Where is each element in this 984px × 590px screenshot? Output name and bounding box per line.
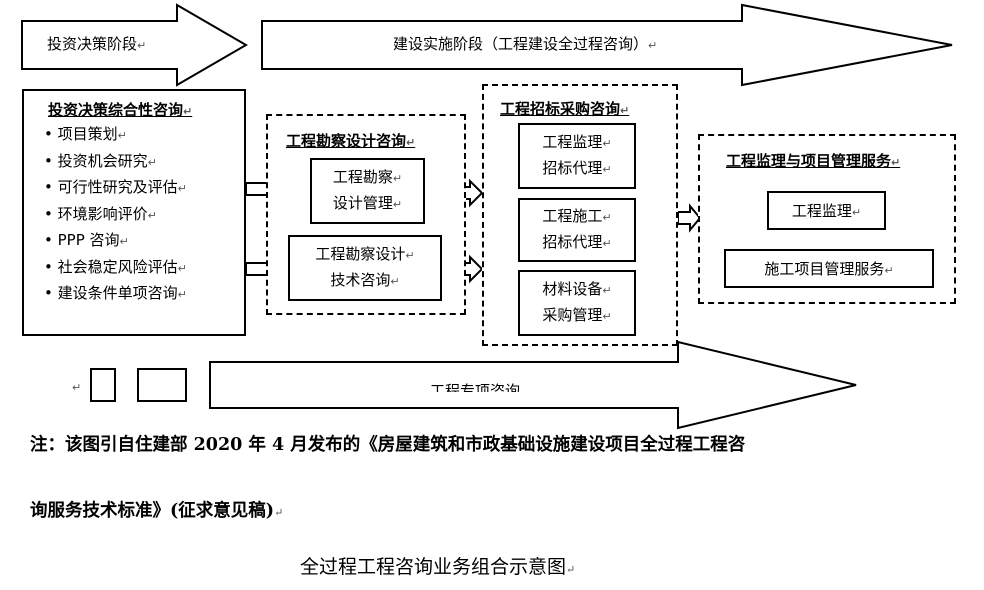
construction-management-label: 施工项目管理服务↵ [764, 260, 894, 278]
connector-arrow-5 [677, 203, 702, 233]
supervision-management-title: 工程监理与项目管理服务↵ [726, 152, 901, 170]
survey-design-tech-box: 工程勘察设计↵ 技术咨询↵ [288, 235, 442, 301]
special-consulting-arrow [209, 340, 857, 430]
special-consulting-label-clip: 工程专项咨询 [430, 380, 570, 393]
construction-bidding-line2: 招标代理↵ [542, 233, 612, 251]
survey-design-title: 工程勘察设计咨询↵ [286, 132, 416, 150]
list-item: • 社会稳定风险评估↵ [44, 257, 187, 276]
survey-design-management-line1: 工程勘察↵ [332, 168, 403, 186]
decision-consulting-list: • 项目策划↵ • 投资机会研究↵ • 可行性研究及评估↵ • 环境影响评价↵ … [44, 122, 244, 308]
survey-design-management-box: 工程勘察↵ 设计管理↵ [310, 158, 425, 224]
survey-design-tech-line2: 技术咨询↵ [330, 271, 400, 289]
paragraph-mark: ↵ [72, 381, 81, 394]
engineering-supervision-label: 工程监理↵ [791, 202, 862, 220]
implementation-stage-arrow [261, 3, 953, 87]
decision-stage-arrow [21, 3, 248, 87]
legend-square-wide [137, 368, 187, 402]
construction-management-box: 施工项目管理服务↵ [724, 249, 934, 288]
implementation-stage-label: 建设实施阶段（工程建设全过程咨询）↵ [393, 35, 658, 53]
list-item: • 项目策划↵ [44, 125, 127, 143]
engineering-supervision-box: 工程监理↵ [767, 191, 886, 230]
material-procurement-line1: 材料设备↵ [542, 280, 612, 298]
supervision-bidding-line1: 工程监理↵ [542, 133, 612, 151]
bidding-procurement-title: 工程招标采购咨询↵ [500, 100, 630, 118]
decision-consulting-box: 投资决策综合性咨询↵ • 项目策划↵ • 投资机会研究↵ • 可行性研究及评估↵… [22, 89, 246, 336]
decision-consulting-title: 投资决策综合性咨询↵ [48, 101, 193, 119]
source-note-line1: 注：该图引自住建部 2020 年 4 月发布的《房屋建筑和市政基础设施建设项目全… [30, 435, 746, 455]
legend-square-small [90, 368, 116, 402]
list-item: • 可行性研究及评估↵ [44, 178, 187, 196]
list-item: • 建设条件单项咨询↵ [44, 284, 187, 302]
survey-design-management-line2: 设计管理↵ [332, 194, 403, 212]
material-procurement-line2: 采购管理↵ [542, 306, 612, 324]
material-procurement-box: 材料设备↵ 采购管理↵ [518, 270, 636, 336]
survey-design-tech-line1: 工程勘察设计↵ [315, 245, 415, 263]
source-note-line2: 询服务技术标准》(征求意见稿)↵ [30, 501, 284, 521]
list-item: • 投资机会研究↵ [44, 151, 157, 170]
supervision-bidding-line2: 招标代理↵ [542, 159, 612, 177]
figure-caption: 全过程工程咨询业务组合示意图↵ [300, 556, 576, 578]
list-item: • PPP 咨询↵ [44, 231, 129, 249]
decision-stage-label: 投资决策阶段↵ [47, 35, 147, 53]
construction-bidding-line1: 工程施工↵ [542, 207, 612, 225]
construction-bidding-box: 工程施工↵ 招标代理↵ [518, 198, 636, 262]
list-item: • 环境影响评价↵ [44, 204, 157, 223]
special-consulting-label: 工程专项咨询 [430, 382, 521, 393]
supervision-bidding-box: 工程监理↵ 招标代理↵ [518, 123, 636, 189]
